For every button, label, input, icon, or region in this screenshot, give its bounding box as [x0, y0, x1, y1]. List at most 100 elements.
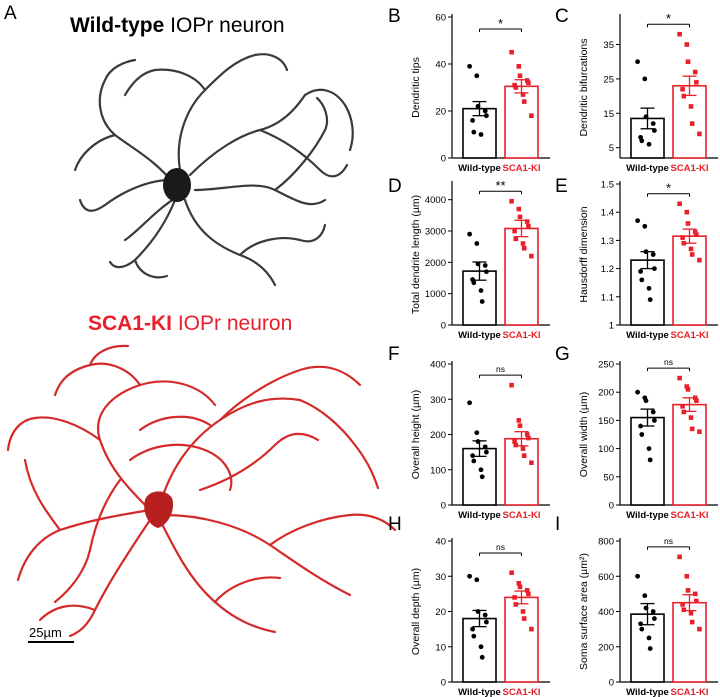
data-point-b-sca1-ki — [524, 78, 530, 83]
significance-label-g: ns — [664, 357, 673, 367]
category-label-c: SCA1-KI — [670, 163, 708, 174]
significance-label-f: ns — [496, 364, 505, 374]
data-point-g-wild-type — [635, 389, 640, 395]
sca1-ki-neuron-image — [6, 344, 397, 638]
data-point-b-wild-type — [482, 108, 488, 114]
y-tick-label-e: 1.5 — [601, 180, 614, 191]
data-point-f-sca1-ki — [509, 382, 514, 388]
data-point-i-sca1-ki — [692, 591, 698, 597]
y-tick-label-b: 0 — [441, 154, 446, 165]
data-point-b-wild-type — [478, 132, 484, 137]
data-point-f-wild-type — [479, 474, 485, 480]
bar-c-wild-type — [630, 117, 665, 159]
data-point-i-sca1-ki — [689, 619, 695, 625]
y-tick-label-g: 50 — [603, 472, 614, 483]
data-point-b-wild-type — [475, 103, 481, 109]
y-tick-label-f: 100 — [430, 465, 446, 476]
data-point-i-wild-type — [635, 573, 640, 579]
data-point-e-wild-type — [646, 285, 652, 291]
data-point-c-sca1-ki — [681, 93, 687, 99]
data-point-f-wild-type — [475, 439, 481, 444]
y-tick-label-i: 0 — [609, 678, 614, 689]
significance-label-h: ns — [496, 542, 505, 552]
data-point-h-sca1-ki — [512, 595, 517, 600]
y-tick-label-i: 800 — [598, 537, 614, 548]
data-point-g-sca1-ki — [689, 426, 695, 432]
data-point-e-sca1-ki — [688, 246, 694, 252]
y-tick-label-e: 1.3 — [601, 236, 614, 247]
data-point-g-wild-type — [650, 409, 656, 415]
data-point-b-sca1-ki — [516, 64, 522, 69]
data-point-e-wild-type — [638, 269, 643, 274]
y-tick-label-g: 100 — [598, 444, 614, 455]
data-point-g-sca1-ki — [684, 384, 690, 389]
y-tick-label-e: 1.2 — [601, 264, 614, 275]
category-label-b: Wild-type — [458, 163, 501, 174]
y-tick-label-h: 20 — [435, 607, 446, 618]
data-point-h-sca1-ki — [517, 584, 523, 590]
data-point-h-wild-type — [467, 573, 472, 579]
y-tick-label-g: 200 — [598, 388, 614, 399]
scale-bar — [28, 641, 74, 643]
wild-type-neuron-title: Wild-type IOPr neuron — [70, 14, 285, 38]
data-point-b-wild-type — [470, 118, 475, 123]
data-point-e-wild-type — [650, 252, 656, 257]
y-tick-label-d: 1000 — [425, 289, 446, 300]
data-point-i-wild-type — [643, 605, 649, 611]
y-tick-label-i: 600 — [598, 572, 614, 583]
data-point-f-wild-type — [478, 467, 484, 473]
category-label-e: SCA1-KI — [670, 330, 708, 341]
data-point-e-sca1-ki — [681, 240, 687, 246]
data-point-e-wild-type — [643, 249, 649, 255]
y-tick-label-g: 150 — [598, 416, 614, 427]
data-point-c-wild-type — [642, 76, 648, 82]
data-point-c-wild-type — [635, 59, 640, 65]
data-point-f-sca1-ki — [526, 435, 531, 441]
wild-type-title-bold: Wild-type — [70, 14, 165, 37]
y-tick-label-b: 20 — [435, 107, 446, 118]
data-point-b-wild-type — [467, 63, 472, 69]
data-point-i-sca1-ki — [697, 626, 702, 632]
data-point-e-sca1-ki — [685, 221, 691, 226]
y-tick-label-f: 300 — [430, 395, 446, 406]
category-label-d: Wild-type — [458, 330, 501, 341]
data-point-f-wild-type — [467, 400, 472, 406]
data-point-c-wild-type — [639, 138, 645, 144]
y-tick-label-d: 3000 — [425, 227, 446, 238]
data-point-b-sca1-ki — [529, 113, 534, 118]
data-point-b-sca1-ki — [526, 80, 531, 86]
data-point-g-sca1-ki — [681, 409, 687, 415]
data-point-d-sca1-ki — [513, 236, 519, 242]
data-point-h-sca1-ki — [526, 591, 531, 597]
bar-b-sca1-ki — [504, 85, 539, 159]
category-label-g: Wild-type — [626, 510, 669, 521]
data-point-h-wild-type — [475, 609, 481, 614]
data-point-c-sca1-ki — [692, 69, 698, 75]
data-point-d-sca1-ki — [517, 214, 523, 220]
data-point-g-wild-type — [643, 398, 649, 404]
data-point-h-sca1-ki — [520, 609, 526, 614]
y-tick-label-h: 30 — [435, 572, 446, 583]
data-point-d-wild-type — [482, 263, 488, 268]
data-point-e-wild-type — [639, 277, 645, 283]
bar-i-sca1-ki — [672, 601, 707, 683]
data-point-c-sca1-ki — [697, 131, 702, 137]
data-point-d-wild-type — [475, 261, 481, 267]
data-point-g-sca1-ki — [694, 398, 699, 403]
data-point-f-wild-type — [484, 449, 489, 455]
significance-label-e: * — [666, 181, 671, 196]
data-point-i-sca1-ki — [684, 573, 690, 579]
data-point-g-wild-type — [646, 446, 652, 451]
data-point-g-wild-type — [652, 418, 657, 423]
data-point-d-sca1-ki — [516, 206, 522, 212]
category-label-b: SCA1-KI — [502, 163, 540, 174]
significance-label-i: ns — [664, 536, 673, 546]
category-label-h: SCA1-KI — [502, 687, 540, 697]
data-point-d-sca1-ki — [526, 224, 531, 229]
data-point-f-sca1-ki — [521, 453, 527, 458]
data-point-i-wild-type — [639, 626, 645, 632]
data-point-i-wild-type — [646, 635, 652, 641]
data-point-g-wild-type — [639, 432, 645, 437]
data-point-e-sca1-ki — [697, 257, 702, 263]
data-point-i-wild-type — [652, 616, 657, 621]
